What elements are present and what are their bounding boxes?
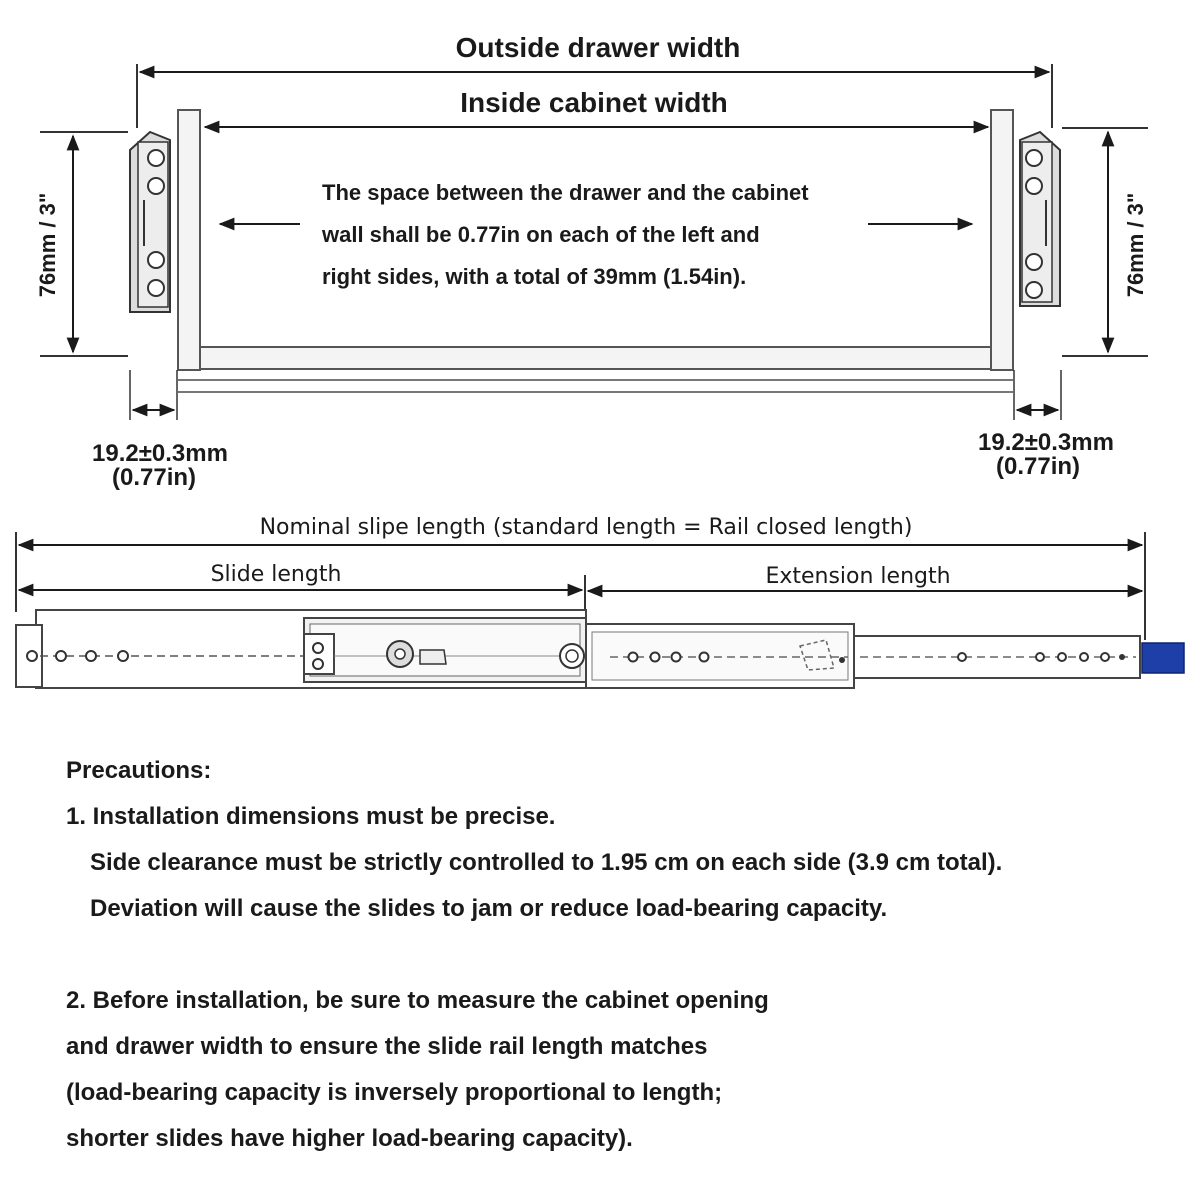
gap-label-left: 19.2±0.3mm: [92, 440, 228, 467]
mounting-bracket-icon: [1141, 642, 1185, 674]
clearance-note-line-3: right sides, with a total of 39mm (1.54i…: [322, 264, 746, 289]
gap-label-left-inch: (0.77in): [112, 464, 196, 491]
precaution-1-line-3: Deviation will cause the slides to jam o…: [90, 895, 888, 922]
precaution-2-line-3: (load-bearing capacity is inversely prop…: [66, 1079, 723, 1106]
precaution-1-line-2: Side clearance must be strictly controll…: [90, 849, 1003, 876]
clearance-note-line-2: wall shall be 0.77in on each of the left…: [321, 222, 760, 247]
slide-profile-right: [1019, 130, 1061, 307]
height-label-right: 76mm / 3": [1123, 193, 1148, 298]
height-label-left: 76mm / 3": [35, 193, 60, 298]
nominal-length-label: Nominal slipe length (standard length = …: [260, 515, 913, 540]
precautions-section: Precautions: 1. Installation dimensions …: [66, 748, 1176, 1162]
clearance-note-line-1: The space between the drawer and the cab…: [322, 180, 809, 205]
extension-length-label: Extension length: [765, 564, 950, 589]
precaution-2-line-2: and drawer width to ensure the slide rai…: [66, 1033, 708, 1060]
slide-rail-outer-member: [15, 609, 587, 689]
drawer-bottom-panel: [199, 346, 992, 370]
precautions-title: Precautions:: [66, 757, 212, 784]
gap-label-right: 19.2±0.3mm: [978, 429, 1114, 456]
slide-profile-left: [129, 130, 171, 313]
outside-drawer-width-label: Outside drawer width: [456, 32, 741, 63]
slide-rail-inner-member: [853, 635, 1185, 679]
precaution-1-title: 1. Installation dimensions must be preci…: [66, 803, 556, 830]
slide-rail-middle-member: [585, 623, 855, 689]
diagram-canvas: Outside drawer width Inside cabinet widt…: [15, 32, 1185, 689]
gap-label-right-inch: (0.77in): [996, 453, 1080, 480]
precaution-2-line-1: 2. Before installation, be sure to measu…: [66, 987, 769, 1014]
cabinet-wall-left: [177, 109, 201, 371]
precaution-2-line-4: shorter slides have higher load-bearing …: [66, 1125, 633, 1152]
slide-length-label: Slide length: [211, 562, 342, 587]
precautions-spacer: [66, 932, 1176, 978]
inside-cabinet-width-label: Inside cabinet width: [460, 87, 728, 118]
cabinet-wall-right: [990, 109, 1014, 371]
